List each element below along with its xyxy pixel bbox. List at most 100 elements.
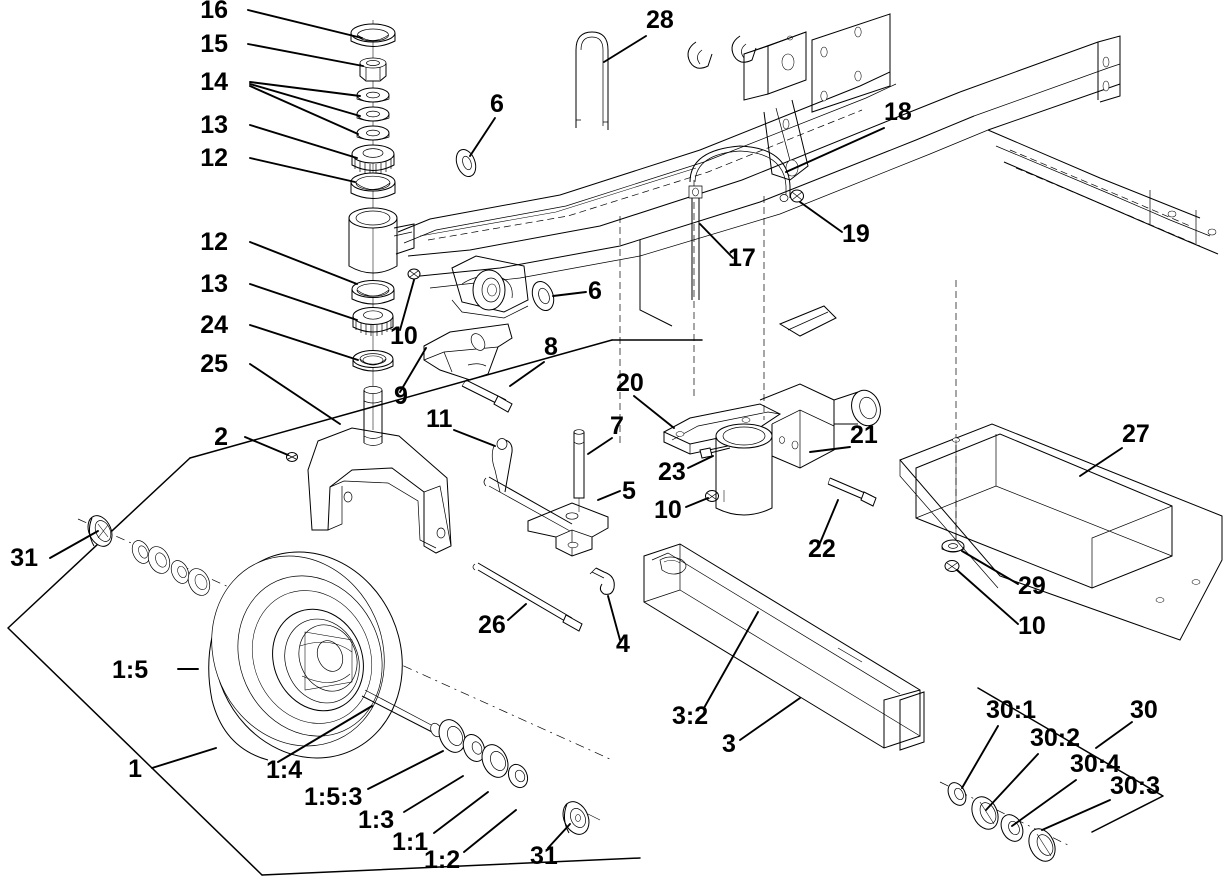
callout-19: 19: [842, 220, 870, 248]
main-frame-chassis: [397, 13, 1219, 540]
center-post-tube: [715, 423, 773, 516]
callout-16: 16: [200, 0, 228, 24]
part-30-1: [947, 782, 967, 806]
callout-25: 25: [200, 350, 228, 378]
callout-21: 21: [850, 421, 878, 449]
part-6-washer-a: [455, 148, 477, 178]
callout-1: 1: [128, 755, 142, 783]
callout-30: 30: [1130, 696, 1158, 724]
callout-29: 29: [1018, 572, 1046, 600]
callout-12-upper: 12: [200, 144, 228, 172]
callout-27: 27: [1122, 420, 1150, 448]
callout-8: 8: [544, 333, 558, 361]
part-26-pin: [472, 562, 583, 632]
part-9-link-arm: [423, 323, 513, 413]
callout-31-left: 31: [10, 544, 38, 572]
part-27-panel: [899, 423, 1223, 641]
callout-7: 7: [610, 412, 624, 440]
part-31-cap-left: [87, 515, 113, 547]
callout-1-4: 1:4: [266, 756, 302, 784]
callout-17: 17: [728, 244, 756, 272]
callout-4: 4: [616, 630, 630, 658]
part-31-cap-right: [562, 801, 601, 835]
wheel-axle-rod: [361, 695, 433, 733]
callout-10-a: 10: [390, 322, 418, 350]
caster-fork-tube: [348, 207, 415, 274]
part-30-4: [1000, 814, 1024, 842]
callout-23: 23: [658, 458, 686, 486]
callout-30-4: 30:4: [1070, 750, 1120, 778]
callout-9: 9: [394, 382, 408, 410]
callout-3-2: 3:2: [672, 702, 708, 730]
part-25-spindle-shaft: [363, 386, 383, 446]
callout-30-2: 30:2: [1030, 724, 1080, 752]
part-14-washers: [356, 87, 390, 141]
callout-10-b: 10: [654, 496, 682, 524]
part-1-4-rim: [272, 608, 364, 712]
part-28-u-bolt: [575, 31, 609, 130]
callout-30-1: 30:1: [986, 696, 1036, 724]
wheel-axis-centerline: [77, 518, 613, 761]
callout-20: 20: [616, 369, 644, 397]
callout-14: 14: [200, 68, 228, 96]
callout-30-3: 30:3: [1110, 772, 1160, 800]
callout-10-c: 10: [1018, 612, 1046, 640]
callout-6-upper: 6: [490, 90, 504, 118]
part-24-seal: [352, 350, 394, 372]
callout-1-2: 1:2: [424, 846, 460, 874]
callout-11: 11: [426, 405, 453, 433]
assembly-30-parts: [939, 687, 1164, 862]
callout-15: 15: [200, 30, 228, 58]
part-13-bearing-cone-upper: [351, 144, 395, 175]
callout-1-5-3: 1:5:3: [304, 783, 362, 811]
part-2-bolt: [286, 452, 298, 462]
callout-13-lower: 13: [200, 270, 228, 298]
cross-tube: [488, 476, 573, 525]
part-19-nut: [790, 189, 804, 203]
part-7-pin: [573, 429, 585, 512]
part-5-bracket-plate: [527, 502, 609, 557]
part-10-bolts: [407, 268, 960, 572]
part-12-bearing-cup-lower: [351, 280, 395, 305]
callout-28: 28: [646, 6, 674, 34]
callout-22: 22: [808, 535, 836, 563]
caster-fork-yoke: [286, 427, 452, 554]
wire-base-fastener: [779, 194, 789, 202]
part-11-hairpin-clip: [491, 438, 513, 493]
part-3-boom: [643, 543, 925, 751]
callout-18: 18: [884, 98, 912, 126]
callout-3: 3: [722, 730, 736, 758]
hub-bearing-stack-left: [131, 540, 211, 596]
part-17-rod: [688, 185, 703, 300]
part-6-washer-b: [531, 280, 555, 312]
callout-12-lower: 12: [200, 228, 228, 256]
callout-1-5: 1:5: [112, 656, 148, 684]
part-12-bearing-cup-upper: [350, 172, 396, 199]
part-10-bolt-c: [944, 560, 960, 572]
callout-13-upper: 13: [200, 111, 228, 139]
assembly-1-bracket: [7, 339, 703, 876]
part-15-lock-nut: [359, 57, 387, 82]
callout-26: 26: [478, 611, 506, 639]
part-13-bearing-cone-lower: [352, 307, 394, 336]
part-4-cotter-pin: [589, 567, 615, 595]
part-22-bolt: [827, 477, 877, 507]
part-18-wire-harness: [689, 145, 791, 198]
callout-1-1: 1:1: [392, 828, 428, 856]
part-29-washer: [941, 539, 965, 553]
callout-31-right: 31: [530, 842, 558, 870]
part-30-3: [1028, 828, 1056, 862]
center-lower-parts: [472, 429, 615, 632]
callout-2: 2: [214, 423, 228, 451]
callout-5: 5: [622, 477, 636, 505]
part-10-bolt-a: [407, 268, 421, 280]
callout-6-lower: 6: [588, 277, 602, 305]
part-10-bolt-b: [705, 490, 719, 502]
part-6-washers: [455, 148, 555, 312]
part-23-bolt: [699, 447, 731, 459]
hub-bearing-stack-right: [438, 719, 529, 789]
callout-labels: 16 15 14 13 12 12 13 24 25 2 31 1 1:5 1:…: [10, 0, 1160, 874]
callout-leaders: [49, 9, 1133, 853]
